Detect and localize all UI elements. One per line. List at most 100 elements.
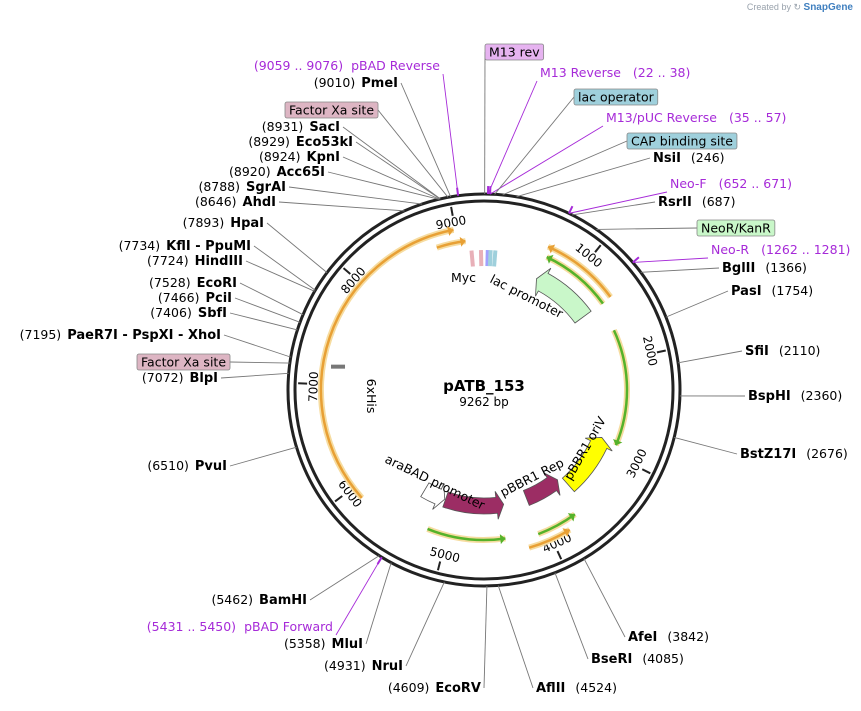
site-bseri: BseRI(4085): [591, 651, 684, 667]
backbone-inner: [293, 199, 675, 581]
tick-label: 9000: [435, 213, 468, 232]
leader-box-cap-binding-site: [502, 140, 628, 196]
site-bamhi: BamHI(5462): [211, 592, 307, 608]
leader-bseri: [554, 572, 589, 660]
leader-sgrai: [288, 186, 423, 205]
feature-label-arac: araC: [455, 516, 486, 534]
tick-mark: [342, 267, 351, 275]
site-name: BspHI: [748, 389, 791, 404]
site-ecori: EcoRI(7528): [149, 275, 237, 291]
site-position: (9010): [314, 75, 356, 90]
site-name: NsiI: [653, 151, 681, 166]
site-position: (8931): [262, 119, 304, 134]
primer-range: (22 .. 38): [633, 65, 690, 80]
boxed-label-bg: [573, 88, 659, 106]
site-name: RsrII: [658, 195, 692, 210]
primer-name: M13/pUC Reverse: [606, 110, 717, 125]
site-name: EcoRV: [435, 681, 481, 696]
site-position: (4085): [642, 651, 684, 666]
site-position: (8929): [248, 134, 290, 149]
feature-arac: [442, 491, 505, 520]
feature-label-myc: Myc: [451, 270, 476, 285]
brand-created-by: Created by: [746, 2, 791, 12]
leader-blpi: [220, 372, 289, 379]
boxed-label-text: Factor Xa site: [289, 103, 374, 118]
leader-paer7i-pspxi-xhoi: [223, 334, 291, 358]
boxed-label-factor-xa-site: Factor Xa site: [284, 101, 379, 119]
tick-label: 3000: [624, 447, 650, 481]
leader-box-lac-operator: [494, 96, 575, 195]
leader-nsii: [516, 157, 651, 198]
site-name: HindIII: [195, 254, 243, 269]
site-bsphi: BspHI(2360): [748, 388, 842, 404]
leader-lines: [220, 51, 746, 689]
boxed-label-lac-operator: lac operator: [573, 88, 659, 106]
site-name: Eco53kI: [296, 135, 353, 150]
leader-primer-pbad-forward: [335, 556, 383, 636]
orf-arc-his-arrowhead: [447, 226, 454, 236]
feature-shapes: [331, 249, 613, 520]
site-sbfi: SbfI(7406): [150, 305, 227, 321]
primer-range: (1262 .. 1281): [761, 242, 850, 257]
site-position: (8646): [195, 194, 237, 209]
site-name: SacI: [309, 120, 340, 135]
leader-bglii: [640, 267, 720, 273]
feature-arabad-promoter: [420, 482, 446, 510]
orf-arc-right: [612, 329, 629, 446]
site-position: (6510): [147, 458, 189, 473]
site-position: (4609): [388, 680, 430, 695]
site-position: (7072): [142, 370, 184, 385]
plasmid-name: pATB_153: [443, 377, 525, 395]
leader-primer-m13-reverse: [487, 80, 538, 195]
leader-pcii: [234, 297, 301, 323]
site-position: (7724): [147, 253, 189, 268]
leader-sfii: [678, 350, 743, 364]
site-name: HpaI: [230, 216, 264, 231]
primer-range: (652 .. 671): [719, 176, 792, 191]
primer-range: (35 .. 57): [729, 110, 786, 125]
leader-acc65i: [327, 171, 440, 200]
site-bstz17i: BstZ17I(2676): [740, 446, 848, 462]
site-position: (7893): [183, 215, 225, 230]
leader-ahdi: [278, 201, 405, 212]
leader-ecorv: [483, 585, 488, 689]
leader-hindiii: [245, 260, 315, 292]
primer-m13-puc-reverse: M13/pUC Reverse (35 .. 57): [606, 110, 786, 125]
boxed-label-bg: [136, 353, 231, 371]
orf-arc-his: [319, 228, 454, 499]
boxed-label-text: Factor Xa site: [141, 355, 226, 370]
site-position: (4524): [575, 680, 617, 695]
boxed-label-text: lac operator: [578, 90, 655, 105]
snapgene-logo-icon: ↻: [793, 2, 802, 12]
site-afei: AfeI(3842): [628, 629, 709, 645]
primer-mark: [376, 556, 383, 565]
boxed-label-factor-xa-site: Factor Xa site: [136, 353, 231, 371]
tick-mark: [556, 550, 563, 560]
primer-name: pBAD Reverse: [351, 58, 440, 73]
site-labels: PmeI(9010)SacI(8931)Eco53kI(8929)KpnI(89…: [20, 43, 850, 696]
site-position: (1754): [772, 283, 814, 298]
leader-box-factor-xa-site: [230, 361, 290, 364]
site-bglii: BglII(1366): [722, 260, 807, 276]
site-acc65i: Acc65I(8920): [229, 164, 325, 180]
feature-neor-kanr: [535, 267, 592, 324]
site-name: BlpI: [189, 371, 218, 386]
leader-box-neor-kanr: [596, 227, 698, 230]
site-name: KflI - PpuMI: [166, 239, 251, 254]
site-name: NruI: [372, 659, 403, 674]
orf-arc-neo-inner-arrowhead: [546, 254, 554, 264]
site-name: EcoRI: [197, 276, 237, 291]
site-sgrai: SgrAI(8788): [198, 179, 286, 195]
primer-range: (5431 .. 5450): [147, 619, 236, 634]
orf-arc-neo-top-arrowhead: [548, 244, 556, 254]
tick-label: 5000: [428, 544, 461, 565]
site-paer7i-pspxi-xhoi: PaeR7I - PspXI - XhoI(7195): [20, 327, 221, 343]
site-position: (7195): [20, 327, 62, 342]
site-aflii: AflII(4524): [536, 680, 617, 696]
primer-neo-f: Neo-F(652 .. 671): [670, 176, 792, 191]
backbone-outer: [286, 192, 682, 588]
primer-name: pBAD Forward: [244, 619, 333, 634]
leader-bamhi: [309, 555, 380, 601]
primer-range: (9059 .. 9076): [254, 58, 343, 73]
boxed-label-m13-rev: M13 rev: [484, 43, 545, 61]
